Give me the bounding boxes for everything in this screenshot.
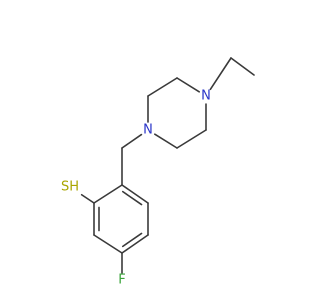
double-bond-inner: [121, 232, 143, 248]
single-bond: [153, 133, 178, 149]
single-bond: [176, 77, 201, 93]
molecule-structure: N N SH F: [61, 57, 255, 288]
double-bond-outer: [121, 234, 149, 254]
single-bond: [176, 129, 207, 149]
single-bond: [93, 234, 123, 254]
single-bond: [147, 77, 178, 97]
double-bond-outer: [121, 184, 149, 204]
atom-label-layer: N N SH F: [61, 89, 211, 288]
atom-label-f: F: [118, 273, 125, 288]
bond-layer: [80, 57, 255, 274]
single-bond: [209, 57, 232, 91]
single-bond: [80, 193, 95, 204]
single-bond: [93, 184, 123, 204]
single-bond: [121, 133, 143, 149]
single-bond: [230, 57, 255, 76]
atom-label-n: N: [201, 89, 211, 104]
atom-label-n: N: [143, 123, 153, 138]
double-bond-inner: [121, 190, 143, 206]
atom-label-sh: SH: [61, 180, 79, 195]
